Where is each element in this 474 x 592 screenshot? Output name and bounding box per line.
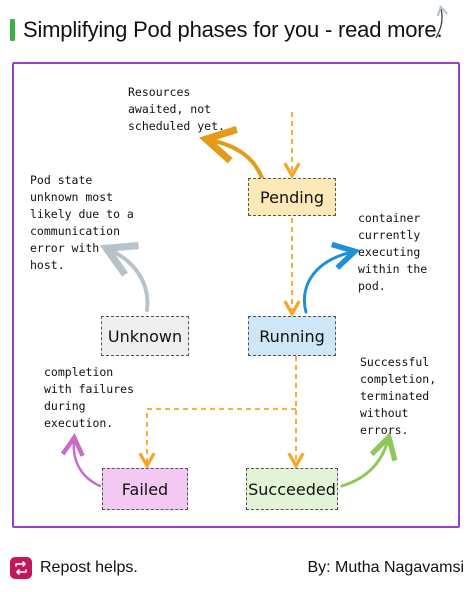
succeeded-label: Succeeded [248,479,336,499]
pending-label: Pending [260,187,324,207]
arrow-running-to-failed [138,408,296,470]
author-credit: By: Mutha Nagavamsi [307,559,464,576]
failed-label: Failed [121,479,169,499]
diagram-frame [12,62,460,528]
succeeded-note: Successful completion, terminated withou… [360,355,437,437]
accent-bar [10,19,15,41]
running-label: Running [259,326,325,346]
unknown-note: Pod state unknown most likely due to a c… [30,173,134,272]
succeeded-note-arrow [340,431,398,488]
repost-icon [10,557,32,579]
repost-label: Repost helps. [40,559,138,576]
unknown-note-arrow [99,241,150,312]
running-note-arrow [302,241,361,314]
pending-node[interactable]: Pending [248,178,336,216]
failed-note-arrow [60,432,102,488]
footer: Repost helps. By: Mutha Nagavamsi [10,554,464,582]
failed-note: completion with failures during executio… [44,365,135,430]
page-title[interactable]: Simplifying Pod phases for you - read mo… [23,17,443,42]
succeeded-node[interactable]: Succeeded [246,468,338,510]
header: Simplifying Pod phases for you - read mo… [10,14,443,46]
repost-button[interactable]: Repost helps. [10,557,138,579]
read-more-arrow [435,4,449,39]
running-note: container currently executing within the… [358,211,428,293]
unknown-label: Unknown [107,326,183,346]
running-node[interactable]: Running [248,316,336,356]
pending-note: Resources awaited, not scheduled yet. [128,85,225,133]
unknown-node[interactable]: Unknown [101,316,189,356]
failed-node[interactable]: Failed [102,468,188,510]
pending-note-arrow [198,125,264,180]
